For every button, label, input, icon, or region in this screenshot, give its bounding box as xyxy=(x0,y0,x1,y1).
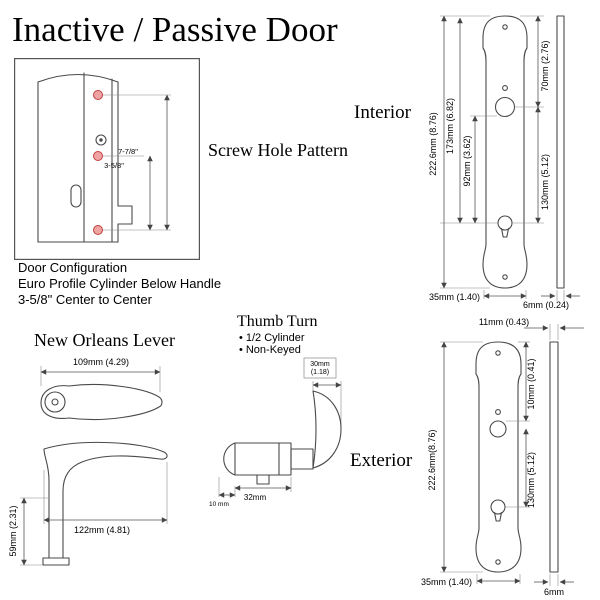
dim-label: 35mm (1.40) xyxy=(421,577,472,587)
diagram-frame xyxy=(14,58,201,261)
screw-pattern-dimensions: 7-7/8" 3-5/8" xyxy=(103,94,171,231)
euro-keyway xyxy=(493,511,503,522)
screw-pattern-heading: Screw Hole Pattern xyxy=(208,140,348,160)
set-screw-icon xyxy=(495,409,501,415)
dim-label: (1.18) xyxy=(311,369,329,376)
dim-label: 130mm (5.12) xyxy=(526,452,536,508)
exterior-plate xyxy=(475,341,559,573)
interior-plate xyxy=(482,15,565,289)
config-line: 3-5/8" Center to Center xyxy=(18,291,152,307)
cylinder-cam xyxy=(256,474,270,485)
dim-label: 6mm (0.24) xyxy=(523,300,569,310)
dim-label: 30mm xyxy=(310,361,330,368)
thumb-turn-hole xyxy=(489,420,507,438)
screw-hole-marker xyxy=(93,90,103,100)
lever-side-view: 122mm (4.81) 59mm (2.31) xyxy=(8,441,168,566)
config-line: Door Configuration xyxy=(18,260,128,275)
lever-heading: New Orleans Lever xyxy=(34,330,175,350)
lever-top-view: 109mm (4.29) xyxy=(40,357,163,421)
dim-label: 130mm (5.12) xyxy=(540,154,550,210)
dim-label: 173mm (6.82) xyxy=(445,98,455,154)
screw-icon xyxy=(502,24,508,30)
thumb-turn-note: Non-Keyed xyxy=(239,344,305,356)
set-screw-icon xyxy=(502,85,508,91)
door-edge-profile xyxy=(37,72,133,243)
dim-label: 122mm (4.81) xyxy=(74,525,130,535)
dim-label: 92mm (3.62) xyxy=(462,135,472,186)
dim-label: 222.6mm (8.76) xyxy=(428,112,438,176)
screw-hole-pattern-diagram: 7-7/8" 3-5/8" xyxy=(14,58,201,261)
dim-label: 109mm (4.29) xyxy=(73,357,129,367)
door-configuration-text: Door Configuration Euro Profile Cylinder… xyxy=(18,260,221,308)
dim-label: 6mm xyxy=(544,587,564,597)
screw-icon xyxy=(495,350,501,356)
dim-label: 59mm (2.31) xyxy=(8,505,18,556)
exterior-heading: Exterior xyxy=(350,450,413,471)
plate-side-profile xyxy=(549,341,559,573)
thumb-hub xyxy=(290,448,314,470)
dim-label: 35mm (1.40) xyxy=(429,292,480,302)
plate-side-profile xyxy=(556,15,565,289)
page-title: Inactive / Passive Door xyxy=(12,10,338,49)
thumb-turn-heading: Thumb Turn xyxy=(237,313,318,330)
screw-icon xyxy=(495,559,501,565)
dim-label: 32mm xyxy=(244,493,267,502)
thumb-turn-notes: 1/2 Cylinder Non-Keyed xyxy=(239,332,305,356)
thumb-turn-diagram: 30mm (1.18) 32mm 10 mm xyxy=(209,357,342,508)
thumb-paddle-dimension: 30mm (1.18) xyxy=(303,357,342,425)
interior-dimensions: 222.6mm (8.76) 173mm (6.82) 92mm (3.62) … xyxy=(428,15,580,310)
dim-label: 222.6mm(8.76) xyxy=(427,429,437,490)
thumb-turn-assembly xyxy=(223,390,342,485)
thumb-paddle xyxy=(312,390,342,469)
dim-label: 11mm (0.43) xyxy=(479,317,529,327)
cylinder-dimensions: 32mm 10 mm xyxy=(209,477,292,508)
screw-hole-marker xyxy=(93,151,103,161)
dim-label: 10 mm xyxy=(209,501,229,508)
interior-heading: Interior xyxy=(354,102,411,123)
exterior-top-dimension: 11mm (0.43) xyxy=(479,317,584,340)
screw-hole-marker xyxy=(93,225,103,235)
dim-label: 7-7/8" xyxy=(118,147,138,156)
lever-diagram: 109mm (4.29) 122mm (4.81) 59mm (2.31) xyxy=(8,357,168,566)
euro-keyway xyxy=(500,227,510,238)
config-line: Euro Profile Cylinder Below Handle xyxy=(18,275,222,291)
exterior-plate-diagram: 11mm (0.43) 222.6mm(8.76) 10 xyxy=(421,317,584,597)
screw-hole-markers xyxy=(93,90,103,235)
screw-icon xyxy=(502,274,508,280)
dim-label: 70mm (2.76) xyxy=(540,40,550,91)
dim-label: 3-5/8" xyxy=(104,161,124,170)
dim-label: 10mm (0.41) xyxy=(526,358,536,409)
interior-plate-diagram: 222.6mm (8.76) 173mm (6.82) 92mm (3.62) … xyxy=(428,15,580,310)
thumb-turn-note: 1/2 Cylinder xyxy=(239,332,305,344)
exterior-dimensions: 222.6mm(8.76) 10mm (0.41) 130mm (5.12) 3… xyxy=(421,341,574,597)
cylinder-body xyxy=(223,442,292,476)
